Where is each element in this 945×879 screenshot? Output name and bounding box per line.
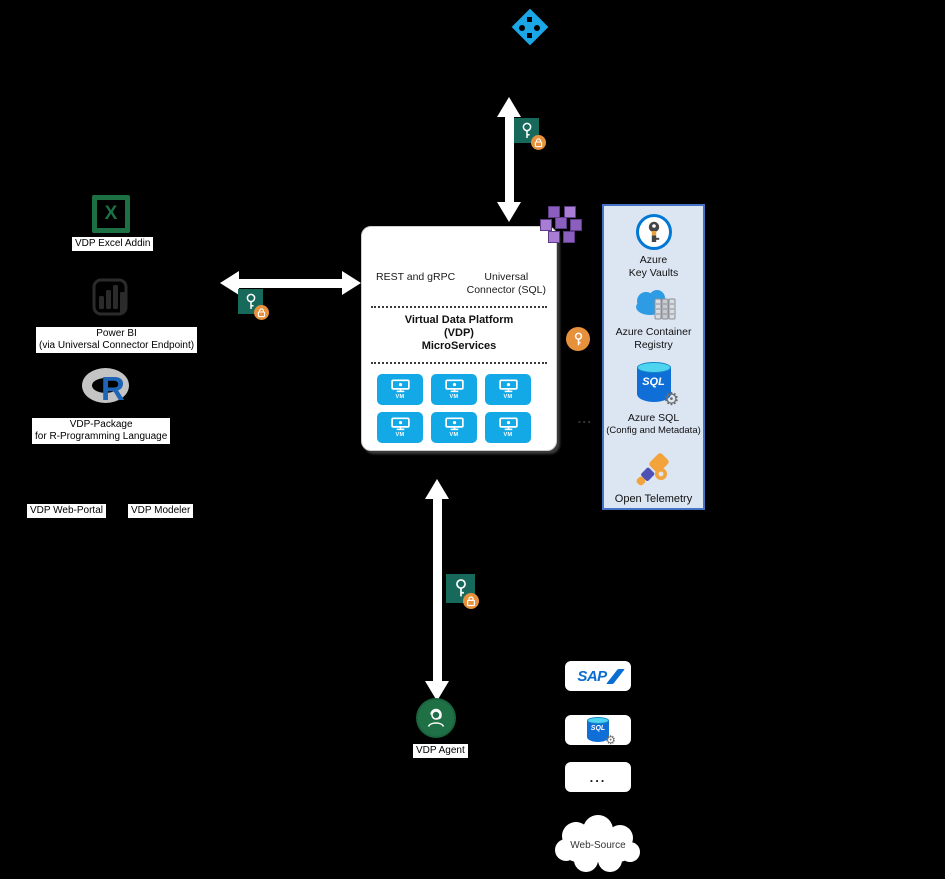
vm-label: VM [503,394,513,400]
key-circle-icon [566,327,590,351]
r-logo-icon: R [82,366,138,414]
arrow-left-horizontal [220,271,361,295]
vm-label: VM [503,432,513,438]
r-ring [82,368,129,403]
vm-tile: VM [431,412,477,443]
source-more: ... [565,762,631,792]
vm-label: VM [449,432,459,438]
sap-logo: SAP [577,667,607,685]
vm-label: VM [449,394,459,400]
vm-label: VM [395,394,405,400]
cloud-icon [555,815,640,872]
r-package-label-line1: VDP-Package [69,419,133,430]
container-registry-label: Azure Container Registry [615,326,692,351]
diamond-dot [527,17,532,22]
container-registry-icon [635,290,675,320]
source-sap: SAP [565,661,631,691]
diamond-dot [519,25,525,31]
powerbi-label-line1: Power BI [96,328,137,339]
source-sql: SQL ⚙ [565,715,631,746]
sql-badge-text: SQL [590,724,606,732]
key-icon [514,118,539,143]
arrow-top-vertical [496,97,522,222]
arrow-bottom-vertical [424,479,450,701]
sap-slash-icon [605,668,625,684]
more-sources-ellipsis: ... [589,769,607,785]
r-package-label-line2: for R-Programming Language [35,431,168,442]
vm-tile: VM [377,374,423,405]
lock-badge-icon [531,135,546,150]
modeler-label: VDP Modeler [128,504,194,518]
lock-badge-icon [254,305,269,320]
vdp-agent-label: VDP Agent [413,744,468,758]
universal-connector-label: Universal Connector (SQL) [466,271,546,296]
azure-service-diamond-icon [510,7,550,47]
diamond-dot [534,25,540,31]
powerbi-label: Power BI (via Universal Connector Endpoi… [36,327,198,353]
gear-icon: ⚙ [605,732,616,747]
excel-addin-label: VDP Excel Addin [72,237,154,251]
key-vaults-label: Azure Key Vaults [628,254,679,279]
web-portal-label: VDP Web-Portal [27,504,106,518]
rest-grpc-label: REST and gRPC [376,271,456,283]
excel-letter: X [104,203,118,224]
web-source-label: Web-Source [570,840,626,851]
powerbi-label-line2: (via Universal Connector Endpoint) [39,340,195,351]
dotted-divider [371,306,547,308]
r-package-label: VDP-Package for R-Programming Language [32,418,171,444]
vdp-agent-icon [416,698,456,738]
lock-badge-icon [463,593,479,609]
open-telemetry-label: Open Telemetry [614,493,693,505]
excel-icon: X [92,195,130,233]
container-cluster-icon [539,206,585,248]
diamond-shape [511,8,549,46]
azure-sql-label: Azure SQL (Config and Metadata) [606,412,701,436]
vm-tile: VM [377,412,423,443]
platform-title: Virtual Data Platform (VDP) MicroService… [404,314,514,352]
sql-database-icon: SQL ⚙ [587,716,616,746]
vm-grid: VM VM VM VM VM VM ... [377,374,591,443]
dotted-divider [371,362,547,364]
open-telemetry-icon [636,453,669,486]
vm-tile: VM [485,374,531,405]
web-source-cloud: Web-Source [552,814,644,874]
powerbi-icon [86,276,134,324]
vm-tile: VM [431,374,477,405]
vm-tile: VM [485,412,531,443]
azure-services-panel: Azure Key Vaults Azure Container Registr… [602,204,705,510]
sql-badge-text: SQL [642,376,665,388]
r-letter: R [101,370,125,407]
vdp-platform-box: REST and gRPC Universal Connector (SQL) … [361,226,591,451]
more-vms-ellipsis: ... [577,410,592,426]
key-vault-icon [635,214,672,250]
diamond-dot [527,33,532,38]
vm-label: VM [395,432,405,438]
gear-icon: ⚙ [663,389,680,410]
azure-sql-icon: SQL ⚙ [636,362,680,409]
